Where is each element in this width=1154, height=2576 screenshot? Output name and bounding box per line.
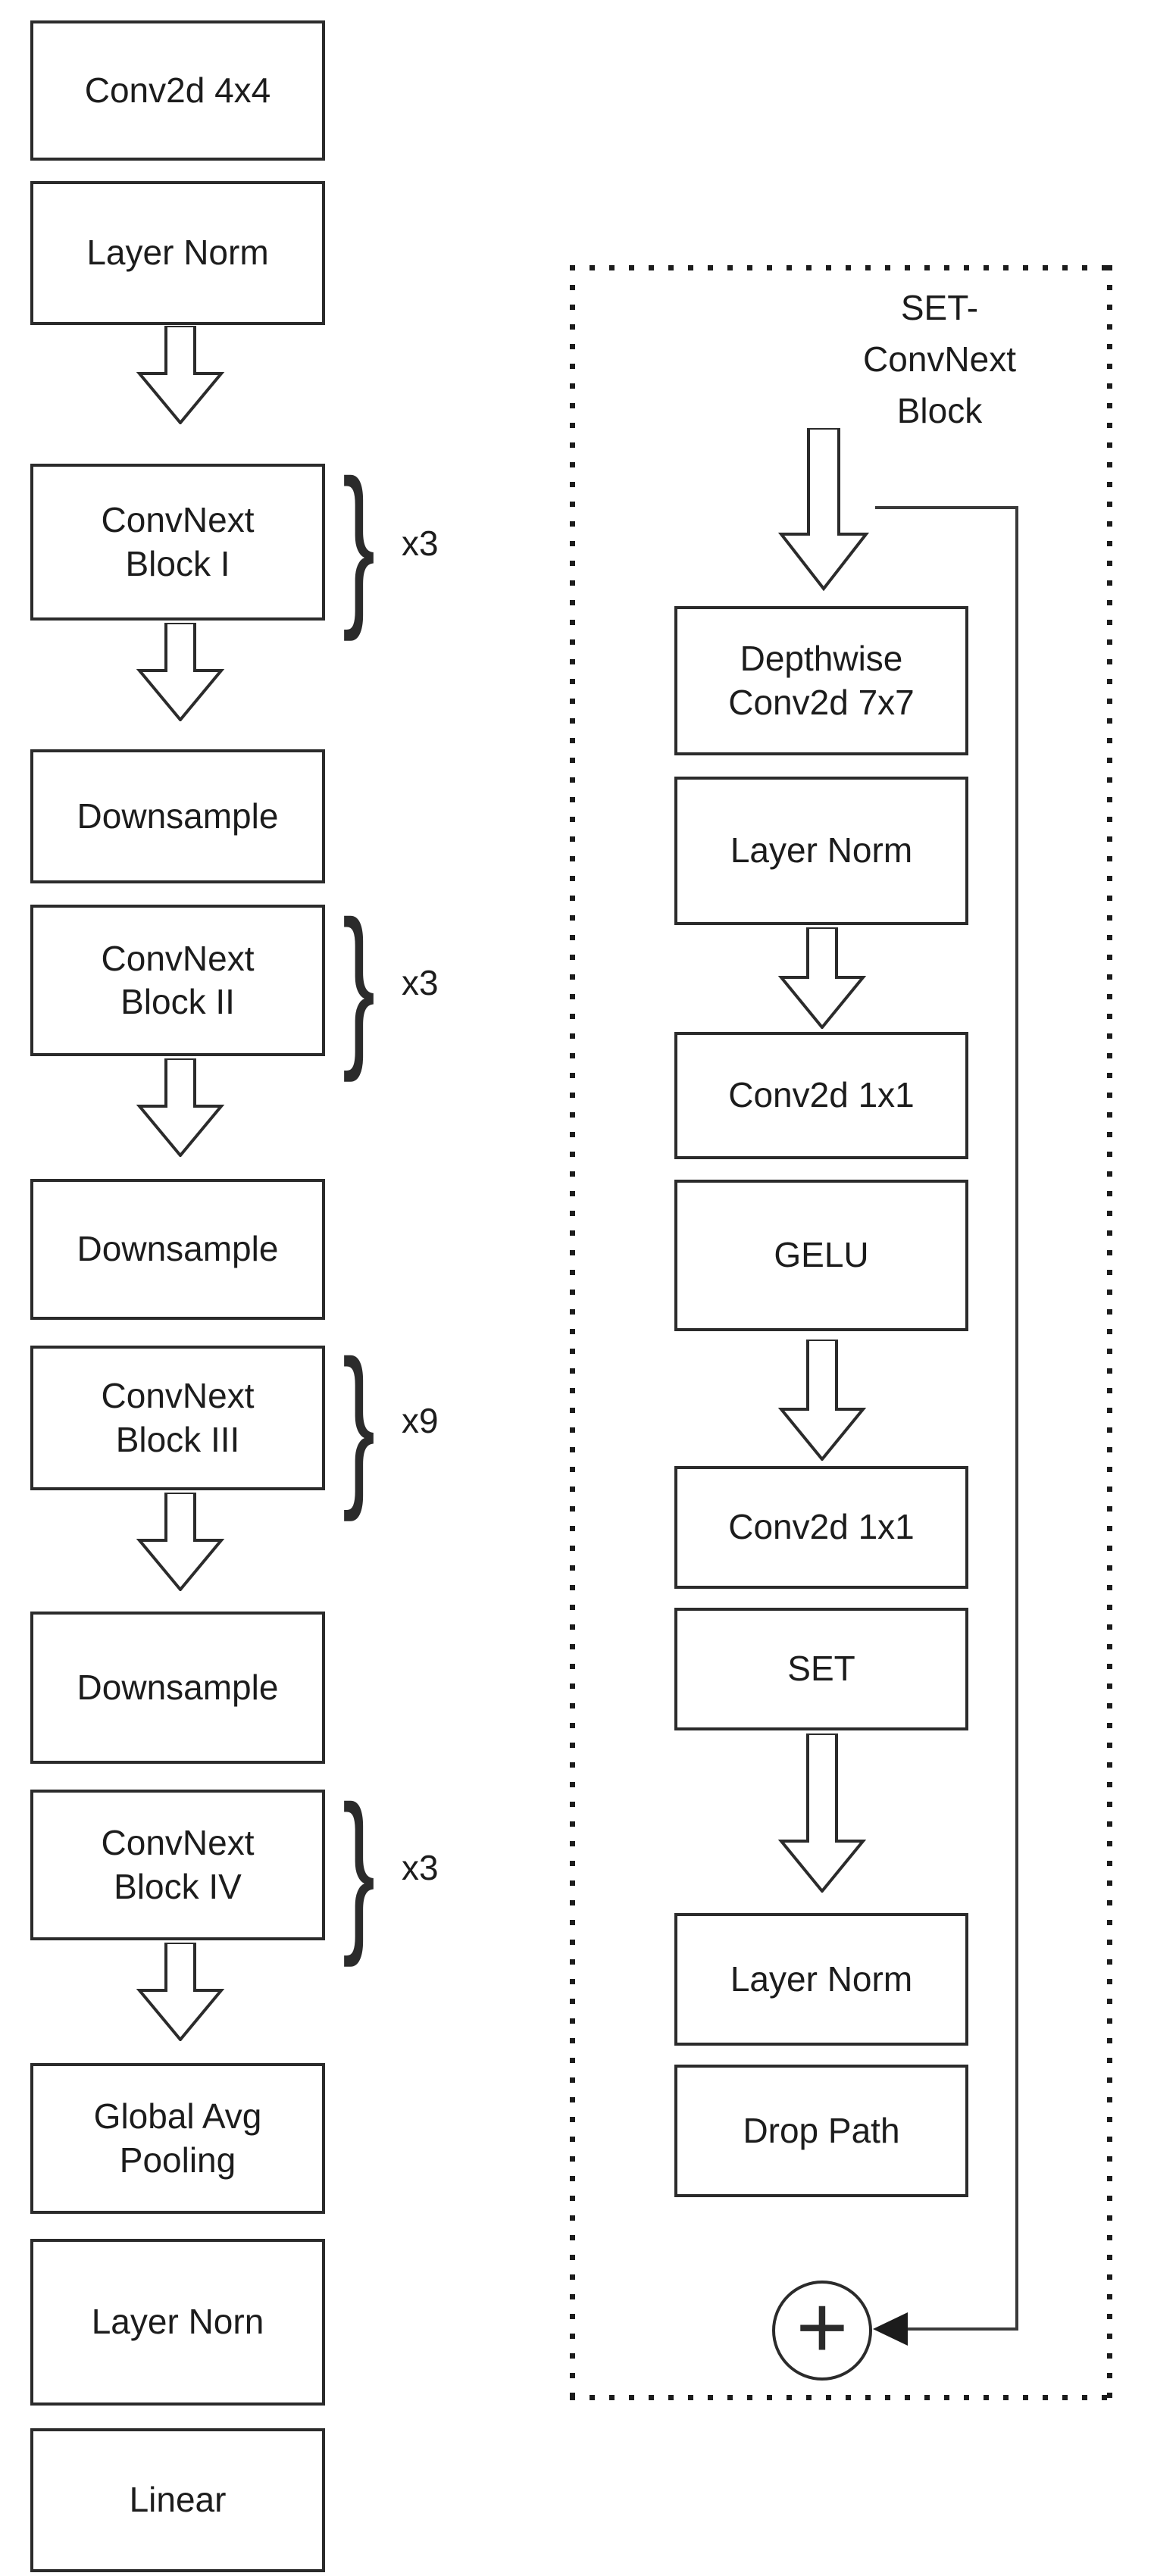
global-avg-pooling-box: Global Avg Pooling bbox=[30, 2063, 325, 2214]
conv2d-4x4-label: Conv2d 4x4 bbox=[84, 70, 271, 110]
repeat-count-label: x3 bbox=[402, 963, 439, 1002]
layer-norn-label: Layer Norn bbox=[91, 2302, 264, 2342]
downsample-label-3: Downsample bbox=[77, 1667, 279, 1707]
panel-border-bottom bbox=[570, 2395, 1112, 2400]
repeat-count-label: x3 bbox=[402, 524, 439, 563]
downsample-box-3: Downsample bbox=[30, 1612, 325, 1764]
set-convnext-panel-border bbox=[570, 265, 1112, 2400]
convnext-block-iv-label: ConvNext Block IV bbox=[101, 1823, 255, 1906]
panel-border-right bbox=[1107, 265, 1112, 2400]
layer-norm-box-1: Layer Norm bbox=[674, 777, 968, 925]
convnext-block-i-box: ConvNext Block I bbox=[30, 464, 325, 621]
residual-line-vertical bbox=[1015, 506, 1018, 2331]
panel-title: SET- ConvNext Block bbox=[863, 288, 1016, 430]
repeat-brace-icon: } bbox=[342, 1768, 376, 1968]
convnext-block-i-label: ConvNext Block I bbox=[101, 500, 255, 583]
repeat-count-label: x9 bbox=[402, 1401, 439, 1440]
downsample-label-2: Downsample bbox=[77, 1229, 279, 1269]
convnext-block-iii-box: ConvNext Block III bbox=[30, 1346, 325, 1490]
downsample-label-1: Downsample bbox=[77, 796, 279, 836]
layer-norm-stem-label: Layer Norm bbox=[86, 233, 269, 273]
gelu-label: GELU bbox=[774, 1235, 869, 1275]
convnext-block-iii-label: ConvNext Block III bbox=[101, 1376, 255, 1459]
depthwise-conv2d-label: Depthwise Conv2d 7x7 bbox=[728, 639, 915, 722]
repeat-brace-icon: } bbox=[342, 1323, 376, 1522]
sum-node: + bbox=[772, 2281, 872, 2381]
gelu-box: GELU bbox=[674, 1180, 968, 1331]
repeat-brace-icon: } bbox=[342, 442, 376, 642]
residual-line-bottom bbox=[903, 2327, 1018, 2331]
down-arrow-icon bbox=[777, 927, 867, 1029]
drop-path-label: Drop Path bbox=[743, 2110, 900, 2150]
down-arrow-icon bbox=[136, 1058, 225, 1157]
convnext-block-ii-label: ConvNext Block II bbox=[101, 938, 255, 1022]
repeat-count-label: x3 bbox=[402, 1848, 439, 1887]
downsample-box-1: Downsample bbox=[30, 749, 325, 883]
down-arrow-icon bbox=[136, 1943, 225, 2041]
downsample-box-2: Downsample bbox=[30, 1179, 325, 1320]
conv2d-1x1-box-2: Conv2d 1x1 bbox=[674, 1466, 968, 1589]
linear-label: Linear bbox=[129, 2480, 227, 2520]
convnext-block-iv-box: ConvNext Block IV bbox=[30, 1790, 325, 1940]
down-arrow-icon bbox=[777, 428, 870, 591]
plus-icon: + bbox=[796, 2277, 849, 2377]
linear-box: Linear bbox=[30, 2428, 325, 2572]
set-label: SET bbox=[787, 1649, 855, 1689]
depthwise-conv2d-box: Depthwise Conv2d 7x7 bbox=[674, 606, 968, 755]
down-arrow-icon bbox=[777, 1340, 867, 1461]
residual-line-top bbox=[875, 506, 1018, 509]
conv2d-1x1-box-1: Conv2d 1x1 bbox=[674, 1032, 968, 1159]
layer-norm-label-2: Layer Norm bbox=[730, 1959, 913, 1999]
repeat-brace-icon: } bbox=[342, 883, 376, 1083]
panel-border-left bbox=[570, 265, 575, 2400]
down-arrow-icon bbox=[136, 1493, 225, 1591]
conv2d-1x1-label-1: Conv2d 1x1 bbox=[728, 1075, 915, 1115]
residual-arrowhead-icon bbox=[873, 2312, 908, 2346]
conv2d-4x4-box: Conv2d 4x4 bbox=[30, 20, 325, 161]
set-box: SET bbox=[674, 1608, 968, 1730]
layer-norn-box: Layer Norn bbox=[30, 2239, 325, 2406]
convnext-block-ii-box: ConvNext Block II bbox=[30, 905, 325, 1056]
layer-norm-label-1: Layer Norm bbox=[730, 830, 913, 871]
global-avg-pooling-label: Global Avg Pooling bbox=[93, 2096, 262, 2180]
panel-border-top bbox=[570, 265, 1112, 270]
down-arrow-icon bbox=[136, 623, 225, 721]
drop-path-box: Drop Path bbox=[674, 2065, 968, 2197]
down-arrow-icon bbox=[136, 326, 225, 424]
down-arrow-icon bbox=[777, 1733, 867, 1893]
layer-norm-box-2: Layer Norm bbox=[674, 1913, 968, 2046]
layer-norm-stem-box: Layer Norm bbox=[30, 181, 325, 325]
conv2d-1x1-label-2: Conv2d 1x1 bbox=[728, 1507, 915, 1547]
